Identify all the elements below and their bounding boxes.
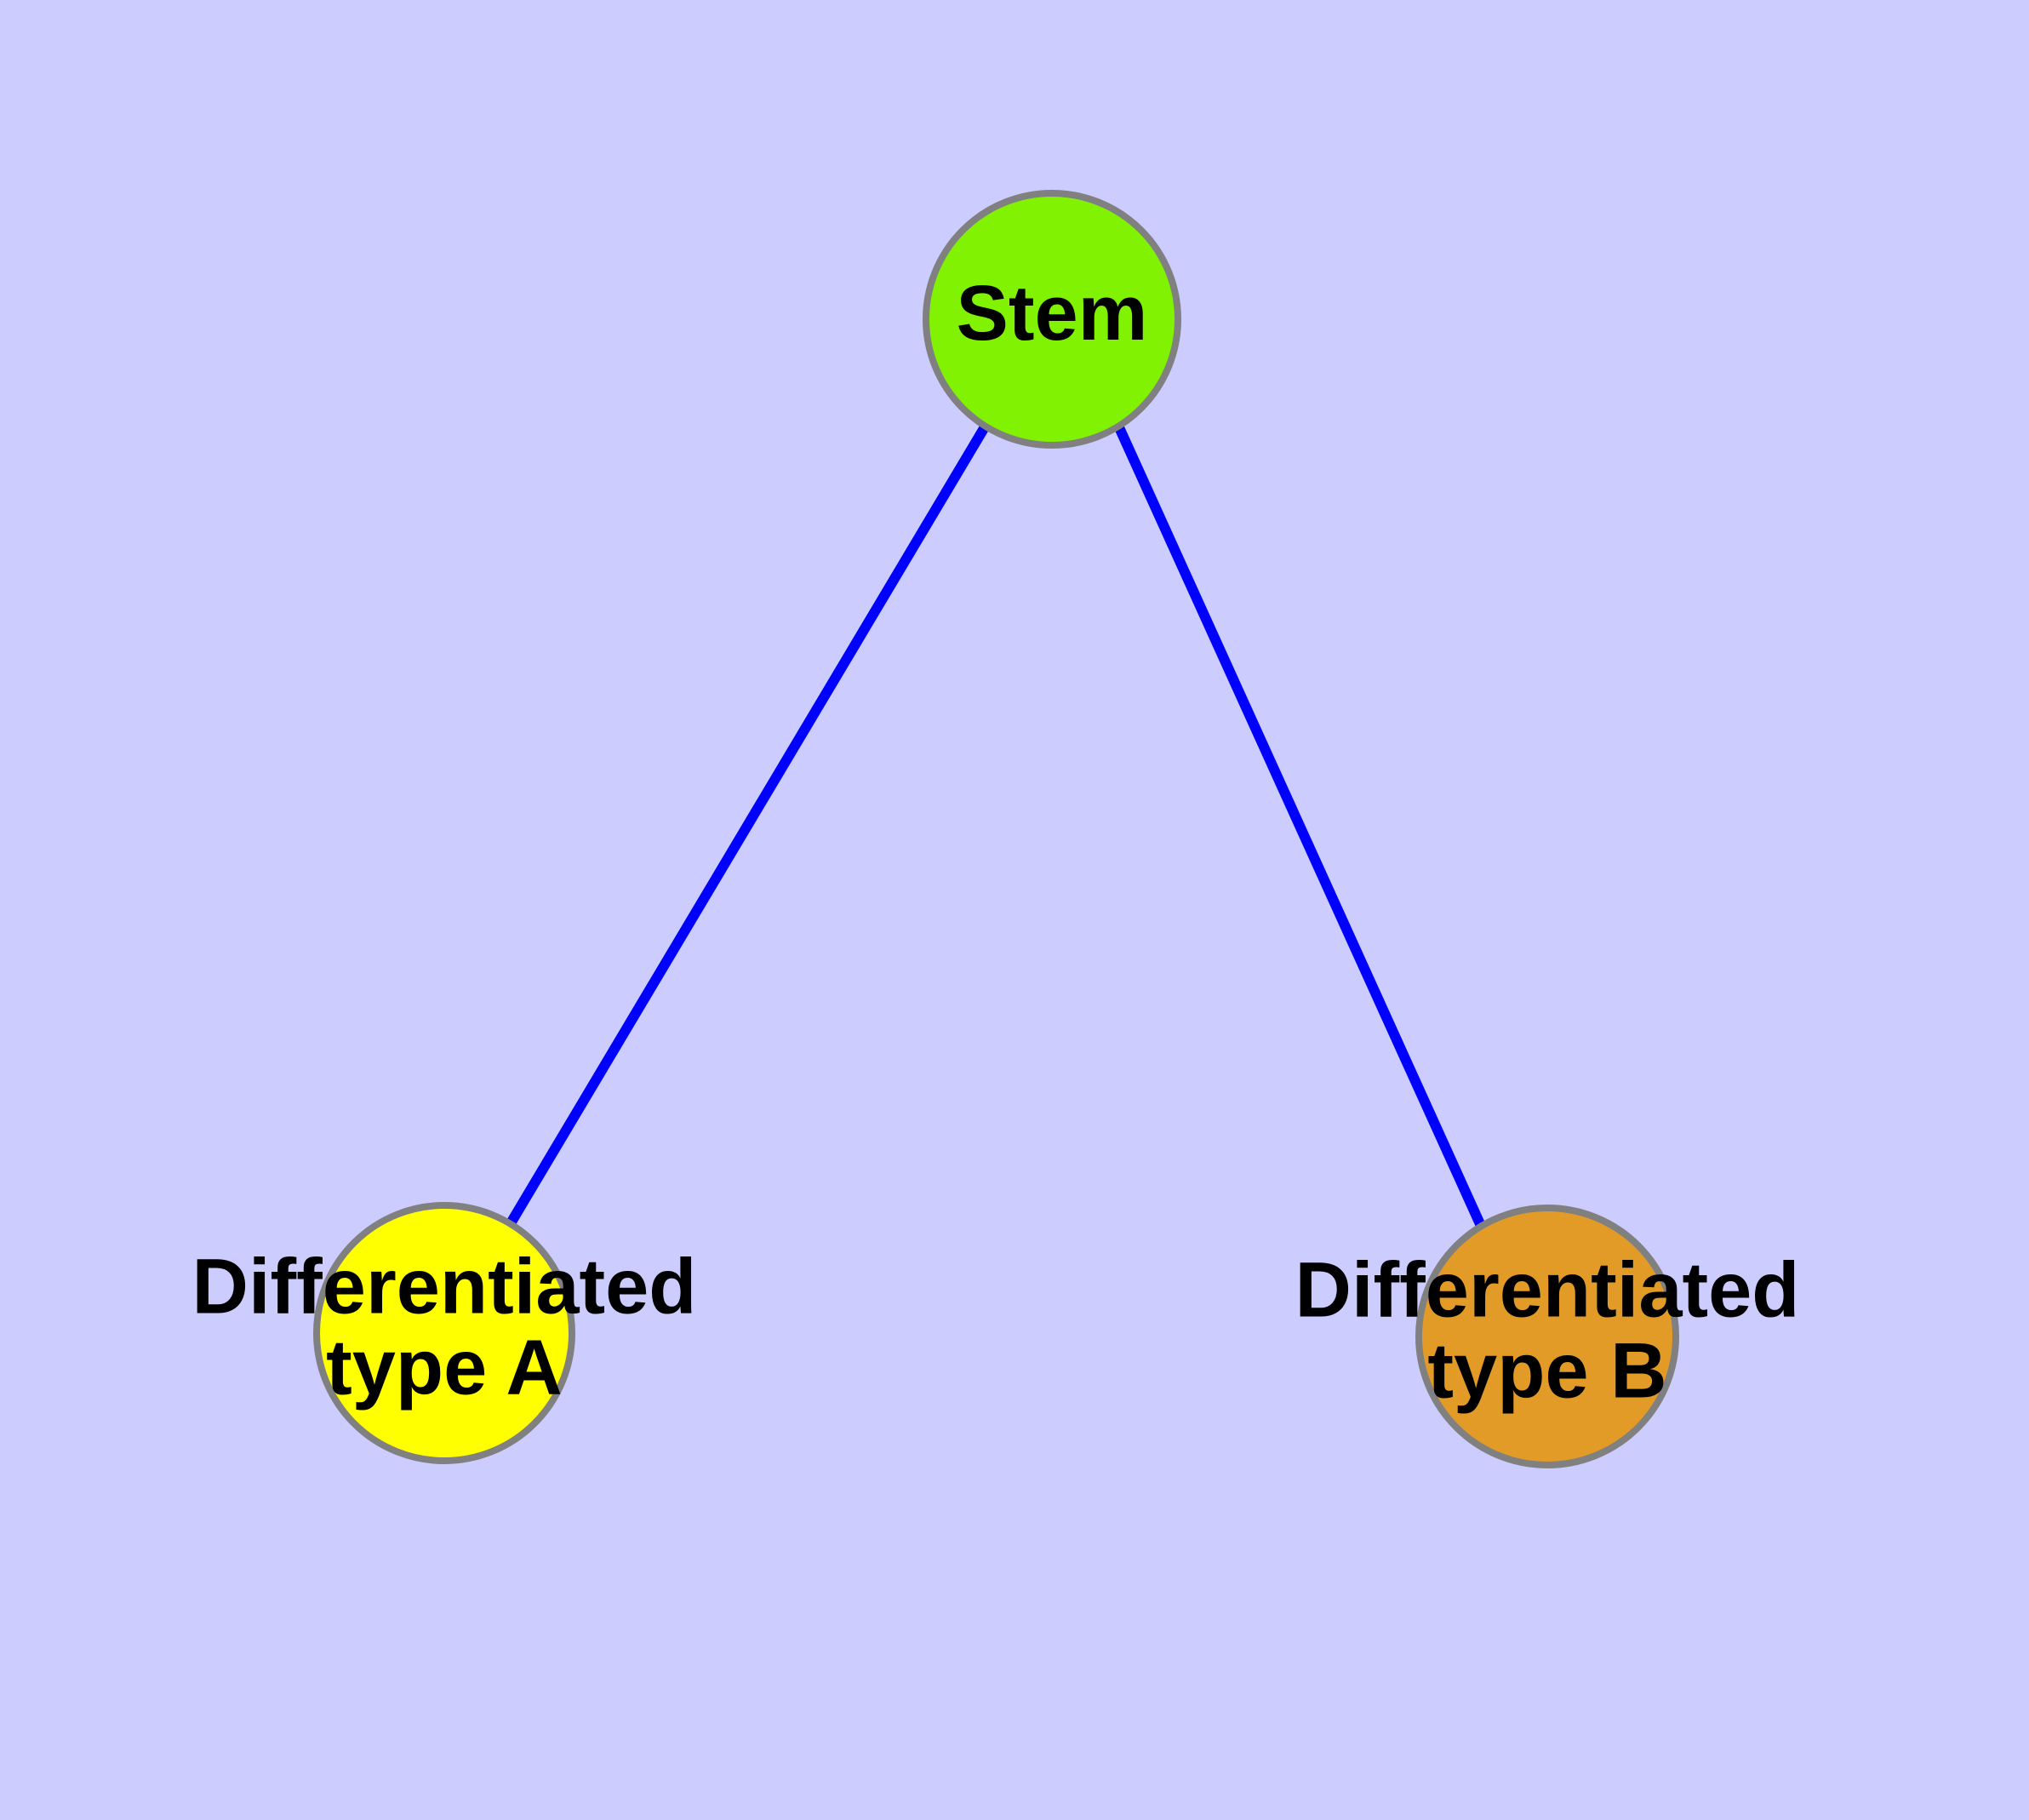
- node-circle-diff_b[interactable]: [1415, 1205, 1679, 1468]
- node-label-line: Differentiated: [1295, 1247, 1800, 1334]
- node-label-line: Stem: [957, 270, 1148, 357]
- edge-stem-to-b[interactable]: [1113, 423, 1486, 1228]
- node-circle-diff_a[interactable]: [313, 1202, 575, 1464]
- node-layer: [313, 190, 1679, 1468]
- edge-layer: [506, 422, 1486, 1228]
- node-label-line: type B: [1427, 1328, 1666, 1415]
- node-circle-stem[interactable]: [923, 190, 1181, 449]
- node-label-stem: Stem: [957, 270, 1148, 357]
- node-label-line: Differentiated: [192, 1244, 697, 1331]
- edge-stem-to-a[interactable]: [506, 422, 991, 1227]
- node-label-line: type A: [326, 1325, 563, 1411]
